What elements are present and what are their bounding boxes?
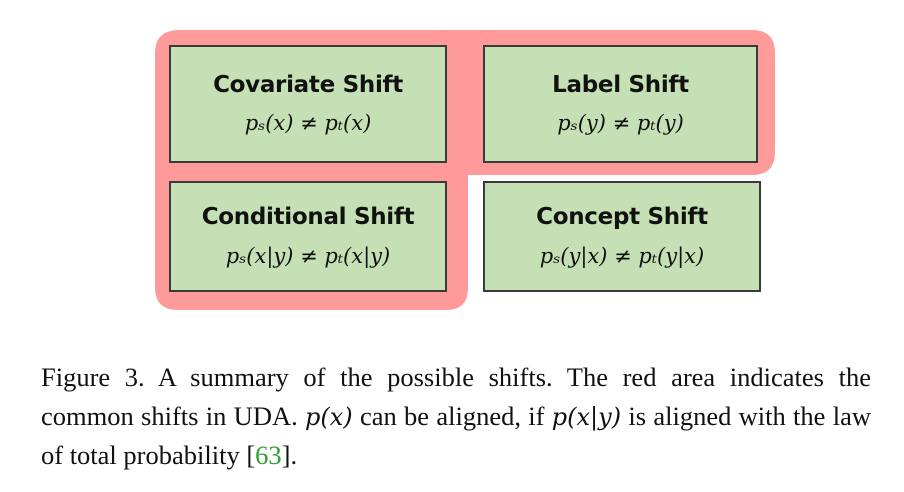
- caption-math-px: p(x): [305, 402, 353, 431]
- figure-caption: Figure 3. A summary of the possible shif…: [41, 358, 871, 475]
- label-shift-formula: pₛ(y) ≠ pₜ(y): [557, 111, 684, 136]
- covariate-shift-formula: pₛ(x) ≠ pₜ(x): [244, 111, 372, 136]
- concept-shift-box: Concept Shift pₛ(y|x) ≠ pₜ(y|x): [483, 181, 761, 292]
- caption-text-2: can be aligned, if: [352, 400, 552, 431]
- label-shift-box: Label Shift pₛ(y) ≠ pₜ(y): [483, 45, 758, 163]
- caption-math-pxy: p(x|y): [551, 402, 622, 431]
- caption-text-3: is aligned with the law of total probabi…: [41, 400, 871, 471]
- citation-link[interactable]: 63: [255, 440, 282, 470]
- covariate-shift-title: Covariate Shift: [213, 71, 403, 98]
- label-shift-title: Label Shift: [552, 71, 689, 98]
- concept-shift-title: Concept Shift: [536, 204, 708, 231]
- conditional-shift-box: Conditional Shift pₛ(x|y) ≠ pₜ(x|y): [169, 181, 447, 292]
- caption-text-1: Figure 3. A summary of the possible shif…: [41, 362, 871, 431]
- concept-shift-formula: pₛ(y|x) ≠ pₜ(y|x): [539, 243, 705, 268]
- caption-text-4: ].: [281, 440, 298, 470]
- conditional-shift-title: Conditional Shift: [201, 204, 415, 231]
- conditional-shift-formula: pₛ(x|y) ≠ pₜ(x|y): [225, 243, 391, 268]
- covariate-shift-box: Covariate Shift pₛ(x) ≠ pₜ(x): [169, 45, 447, 163]
